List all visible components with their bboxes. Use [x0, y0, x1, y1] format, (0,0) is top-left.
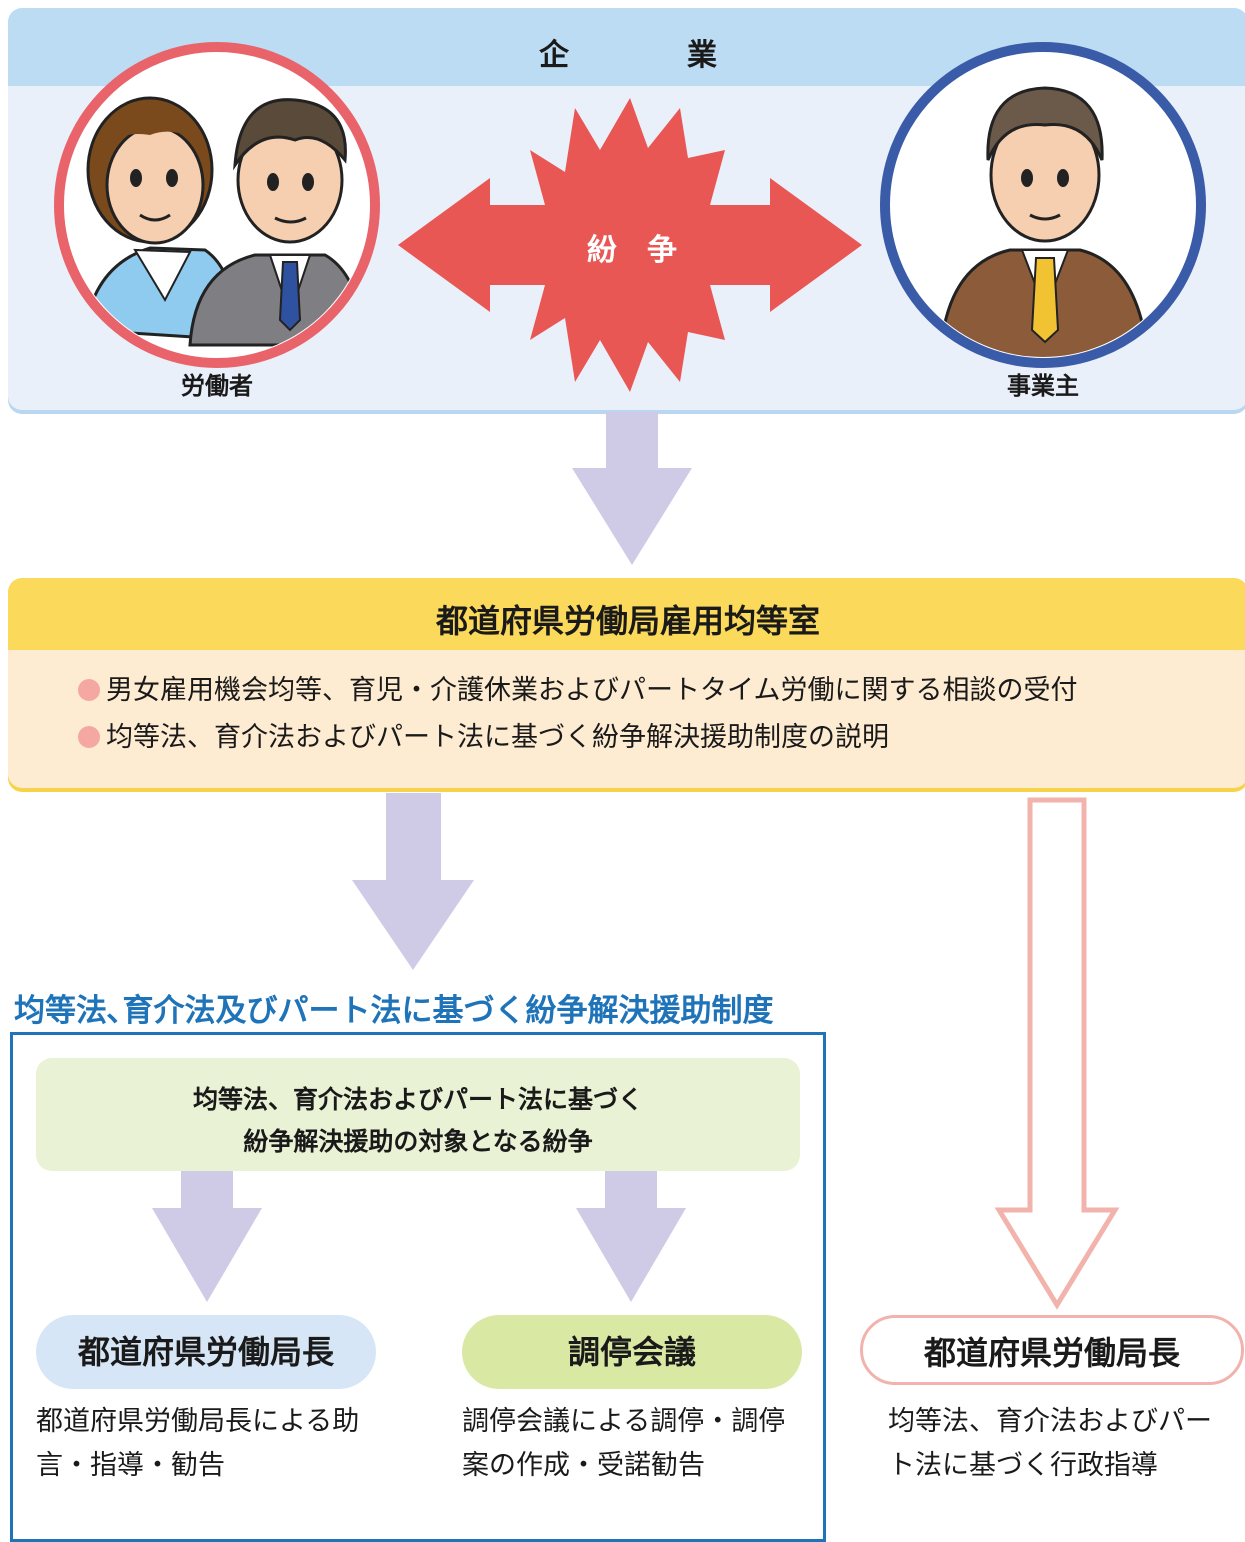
- director-pill: 都道府県労働局長: [36, 1315, 376, 1389]
- target-line-2: 紛争解決援助の対象となる紛争: [243, 1127, 593, 1156]
- target-dispute-box: 均等法、育介法およびパート法に基づく 紛争解決援助の対象となる紛争: [36, 1058, 800, 1171]
- mediation-desc: 調停会議による調停・調停 案の作成・受諾勧告: [462, 1406, 786, 1481]
- arrow-down-director: [152, 1171, 262, 1302]
- arrow-down-2: [352, 793, 474, 970]
- admin-desc: 均等法、育介法およびパー ト法に基づく行政指導: [888, 1406, 1212, 1481]
- mediation-pill: 調停会議: [462, 1315, 802, 1389]
- system-title: 均等法､育介法及びパート法に基づく紛争解決援助制度: [14, 993, 774, 1029]
- employer-illustration: [880, 42, 1206, 368]
- employer-label: 事業主: [1007, 372, 1079, 400]
- arrow-down-admin: [994, 797, 1120, 1310]
- dispute-burst-icon: [398, 98, 862, 392]
- bureau-bullet-1: 男女雇用機会均等、育児・介護休業およびパートタイム労働に関する相談の受付: [78, 668, 1077, 707]
- dispute-label: 紛 争: [587, 233, 677, 268]
- bureau-header: [8, 578, 1245, 650]
- company-title: 企 業: [539, 38, 761, 73]
- bureau-box: 都道府県労働局雇用均等室: [8, 578, 1245, 788]
- bullet-dot-icon: [78, 726, 100, 748]
- bureau-title: 都道府県労働局雇用均等室: [435, 602, 820, 640]
- worker-illustration: [54, 42, 380, 368]
- bureau-bullet-2: 均等法、育介法およびパート法に基づく紛争解決援助制度の説明: [78, 715, 889, 754]
- bullet-dot-icon: [78, 679, 100, 701]
- admin-director-pill: 都道府県労働局長: [860, 1315, 1244, 1385]
- arrow-down-1: [572, 412, 692, 565]
- director-desc: 都道府県労働局長による助 言・指導・勧告: [36, 1406, 360, 1481]
- target-line-1: 均等法、育介法およびパート法に基づく: [192, 1085, 643, 1114]
- arrow-down-mediation: [576, 1171, 686, 1302]
- worker-label: 労働者: [181, 372, 253, 400]
